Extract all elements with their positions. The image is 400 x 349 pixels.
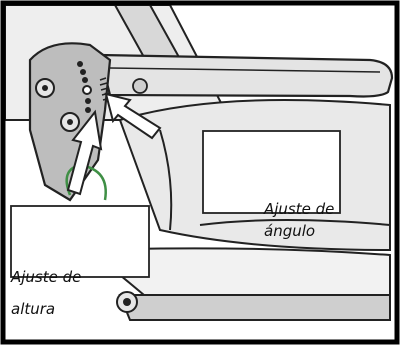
- bracket-bolt-upper-center: [42, 85, 48, 91]
- pivot-bolt-center: [123, 298, 131, 306]
- armrest-bolt: [133, 79, 147, 93]
- bracket-bolt-lower-center: [67, 119, 73, 125]
- height-label-line1: Ajuste de: [11, 268, 81, 287]
- angle-label-line1: Ajuste de: [264, 200, 334, 219]
- angle-label-line2: ángulo: [264, 222, 315, 241]
- height-label-box: [11, 206, 149, 277]
- height-label-line2: altura: [11, 300, 55, 319]
- seat-rail: [120, 295, 390, 320]
